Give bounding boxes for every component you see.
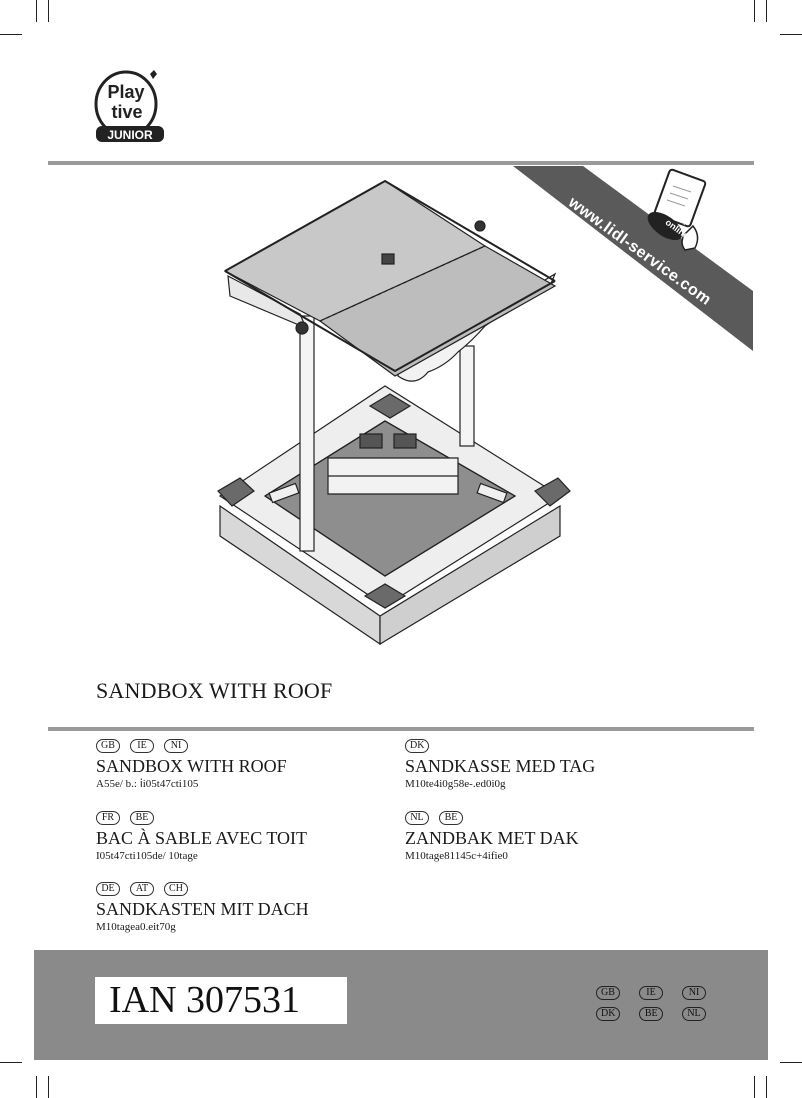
language-code-badge: IE — [130, 739, 154, 753]
language-title: BAC À SABLE AVEC TOIT — [96, 828, 308, 848]
language-code-badge: DK — [405, 739, 430, 753]
language-title: SANDKASSE MED TAG — [405, 756, 596, 776]
language-code-badge: CH — [164, 882, 188, 896]
logo-text-junior: JUNIOR — [107, 128, 153, 142]
footer-language-codes: GB IE NI DK BE NL — [596, 986, 706, 1028]
logo-text-play: Play — [107, 82, 144, 102]
crop-mark — [754, 0, 755, 22]
logo-text-tive: tive — [111, 102, 142, 122]
language-subtitle: M10tage81145c+4ifie0 — [405, 850, 508, 862]
lidl-service-banner — [513, 166, 753, 351]
sandbox-product-image — [217, 179, 571, 646]
crop-mark — [36, 1076, 37, 1098]
language-code-badge: NI — [164, 739, 188, 753]
pdf-online-tablet-icon — [647, 168, 707, 251]
language-block-en: GB IE NI SANDBOX WITH ROOF A55e/ b.: 𝗂i0… — [96, 739, 287, 791]
language-subtitle: M10te4i0g58e-.ed0i0g — [405, 778, 506, 790]
crop-mark — [0, 1062, 22, 1063]
language-code-badge: DK — [596, 1007, 621, 1021]
language-code-badge: BE — [439, 811, 463, 825]
language-codes: GB IE NI — [96, 739, 287, 753]
language-code-badge: NI — [682, 986, 706, 1000]
language-title: SANDKASTEN MIT DACH — [96, 899, 309, 919]
crop-mark — [766, 1076, 767, 1098]
ian-number: IAN 307531 — [95, 977, 347, 1024]
crop-mark — [754, 1076, 755, 1098]
language-code-badge: AT — [130, 882, 154, 896]
language-code-badge: FR — [96, 811, 120, 825]
language-code-badge: GB — [96, 739, 120, 753]
language-code-badge: GB — [596, 986, 620, 1000]
crop-mark — [36, 0, 37, 22]
crop-mark — [0, 34, 22, 35]
language-codes: NL BE — [405, 811, 579, 825]
crop-mark — [766, 0, 767, 22]
language-block-fr: FR BE BAC À SABLE AVEC TOIT I05t47cti105… — [96, 811, 307, 863]
language-title: ZANDBAK MET DAK — [405, 828, 579, 848]
product-title: SANDBOX WITH ROOF — [96, 678, 333, 703]
middle-rule — [48, 727, 754, 731]
language-codes: FR BE — [96, 811, 307, 825]
language-codes: DK — [405, 739, 595, 753]
language-code-badge: BE — [130, 811, 154, 825]
language-subtitle: I05t47cti105de/ 10tage — [96, 850, 198, 862]
language-code-badge: IE — [639, 986, 663, 1000]
language-code-badge: BE — [639, 1007, 664, 1021]
language-title: SANDBOX WITH ROOF — [96, 756, 287, 776]
crop-mark — [48, 1076, 49, 1098]
top-rule — [48, 161, 754, 165]
crop-mark — [48, 0, 49, 22]
language-code-badge: NL — [681, 1007, 706, 1021]
language-block-de: DE AT CH SANDKASTEN MIT DACH M10tagea0.e… — [96, 882, 309, 934]
playtive-junior-logo: Play tive JUNIOR — [94, 70, 164, 142]
language-codes: DE AT CH — [96, 882, 309, 896]
language-code-badge: DE — [96, 882, 120, 896]
crop-mark — [780, 34, 802, 35]
crop-mark — [780, 1062, 802, 1063]
language-block-nl: NL BE ZANDBAK MET DAK M10tage81145c+4ifi… — [405, 811, 579, 863]
footer-panel: IAN 307531 GB IE NI DK BE NL — [34, 950, 768, 1060]
language-subtitle: M10tagea0.eit70g — [96, 921, 176, 933]
language-subtitle: A55e/ b.: 𝗂i05t47cti105 — [96, 778, 199, 790]
language-block-dk: DK SANDKASSE MED TAG M10te4i0g58e-.ed0i0… — [405, 739, 595, 791]
language-code-badge: NL — [405, 811, 429, 825]
